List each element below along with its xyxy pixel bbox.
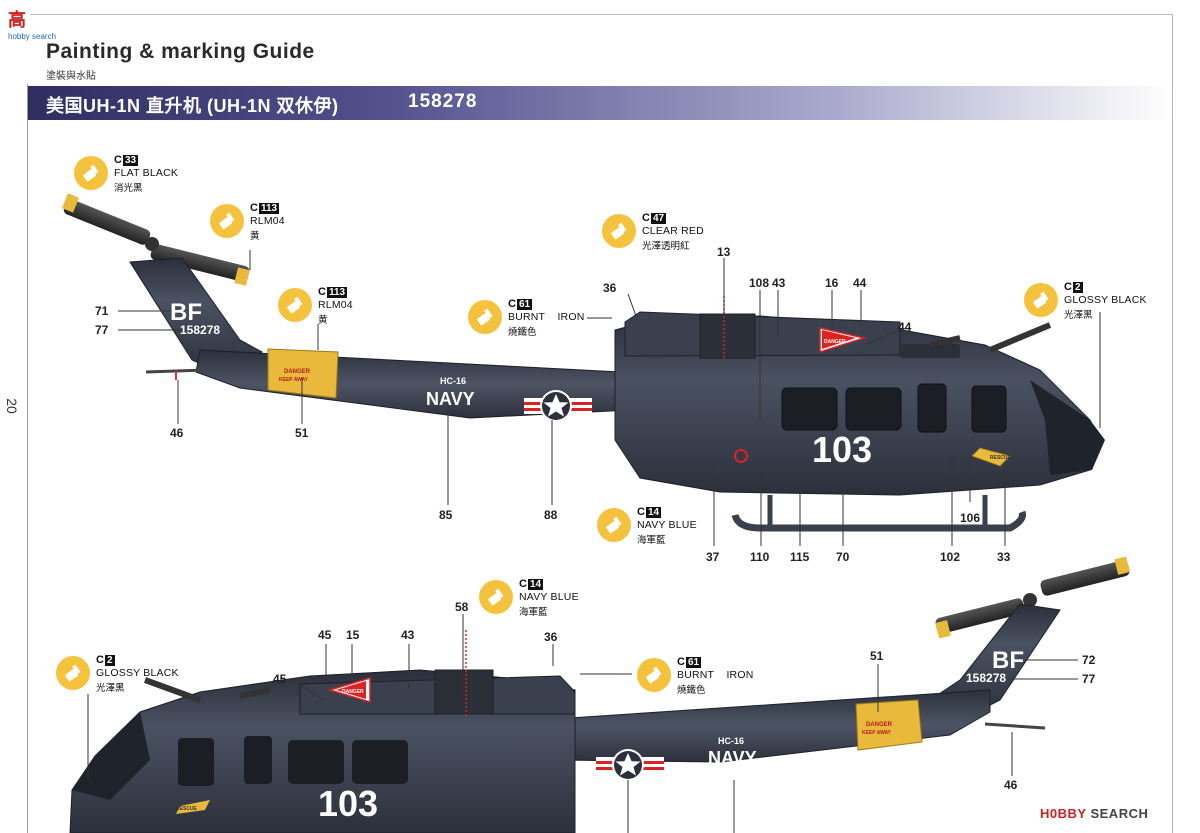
helicopter-top: [61, 193, 1105, 532]
tail-code-bottom: BF: [992, 647, 1024, 674]
danger-top: DANGER: [284, 369, 311, 375]
top-rule: [30, 14, 1172, 15]
navy-top: NAVY: [426, 389, 475, 409]
callout-number: 36: [603, 281, 617, 295]
national-insignia-bottom: [596, 749, 664, 781]
paint-brush-icon: [56, 656, 90, 690]
callout-number: 51: [295, 426, 309, 440]
callout-number: 51: [870, 649, 884, 663]
callout-number: 37: [706, 550, 720, 564]
callout-number: 108: [749, 276, 770, 290]
aircraft-banner: 美国UH-1N 直升机 (UH-1N 双休伊) 158278: [28, 86, 1172, 120]
rescue-top: RESCUE: [990, 455, 1012, 461]
modex-bottom: 103: [318, 783, 378, 824]
paint-brush-icon: [74, 156, 108, 190]
callout-number: 88: [544, 508, 558, 522]
paint-brush-icon: [1024, 283, 1058, 317]
callout-number: 106: [960, 511, 981, 525]
callout-number: 46: [170, 426, 184, 440]
page-subtitle: 塗裝與水貼: [46, 71, 96, 82]
danger-tri-bottom: DANGER: [342, 689, 364, 695]
callout-number: 44: [853, 276, 867, 290]
watermark: H0BBY SEARCH: [1040, 806, 1148, 821]
paint-brush-icon: [468, 300, 502, 334]
banner-title: 美国UH-1N 直升机 (UH-1N 双休伊): [46, 96, 339, 116]
callout-number: 85: [439, 508, 453, 522]
callout-number: 45: [273, 672, 287, 686]
callout-number: 77: [95, 323, 109, 337]
tail-rotor-top: [61, 193, 250, 286]
leader-lines: [87, 250, 1101, 833]
tail-number-bottom: 158278: [966, 671, 1006, 685]
modex-top: 103: [812, 429, 872, 470]
callout-number: 43: [401, 628, 415, 642]
site-logo-mark: 高: [8, 10, 27, 30]
squadron-bottom: HC-16: [718, 736, 744, 746]
paint-brush-icon: [637, 658, 671, 692]
watermark-rest: SEARCH: [1090, 806, 1149, 821]
callout-number: 13: [717, 245, 731, 259]
tail-code-top: BF: [170, 299, 202, 326]
callout-number: 72: [1082, 653, 1096, 667]
keep-away-bottom: KEEP AWAY: [862, 730, 892, 736]
rescue-bottom: RESCUE: [176, 806, 198, 812]
callout-number: 110: [750, 550, 770, 564]
callout-number: 36: [544, 630, 558, 644]
callout-number: 16: [825, 276, 839, 290]
callout-number: 102: [940, 550, 961, 564]
banner-serial: 158278: [408, 91, 478, 112]
paint-brush-icon: [278, 288, 312, 322]
right-rule: [1172, 14, 1173, 833]
callout-number: 46: [1004, 778, 1018, 792]
danger-tri-top: DANGER: [824, 339, 846, 345]
navy-bottom: NAVY: [708, 748, 757, 768]
callout-number: 15: [346, 628, 360, 642]
left-rule: [27, 84, 28, 833]
callout-number: 45: [318, 628, 332, 642]
paint-brush-icon: [479, 580, 513, 614]
danger-bottom: DANGER: [866, 722, 893, 728]
callout-number: 43: [772, 276, 786, 290]
squadron-top: HC-16: [440, 376, 466, 386]
site-logo: 高 hobby search: [8, 6, 56, 41]
paint-brush-icon: [597, 508, 631, 542]
watermark-brand: H0BBY: [1040, 806, 1087, 821]
callout-number: 58: [455, 600, 469, 614]
callout-number: 33: [997, 550, 1011, 564]
callout-number: 71: [95, 304, 109, 318]
callout-number: 77: [1082, 672, 1096, 686]
site-logo-sub: hobby search: [8, 32, 57, 41]
tail-number-top: 158278: [180, 323, 220, 337]
callout-number: 70: [836, 550, 850, 564]
callout-number: 115: [790, 550, 810, 564]
callout-number: 44: [898, 320, 912, 334]
paint-brush-icon: [210, 204, 244, 238]
national-insignia-top: [524, 390, 592, 422]
paint-brush-icon: [602, 214, 636, 248]
helicopter-bottom: [69, 556, 1130, 833]
keep-away-top: KEEP AWAY: [279, 377, 309, 383]
page-title: Painting & marking Guide: [46, 40, 315, 63]
